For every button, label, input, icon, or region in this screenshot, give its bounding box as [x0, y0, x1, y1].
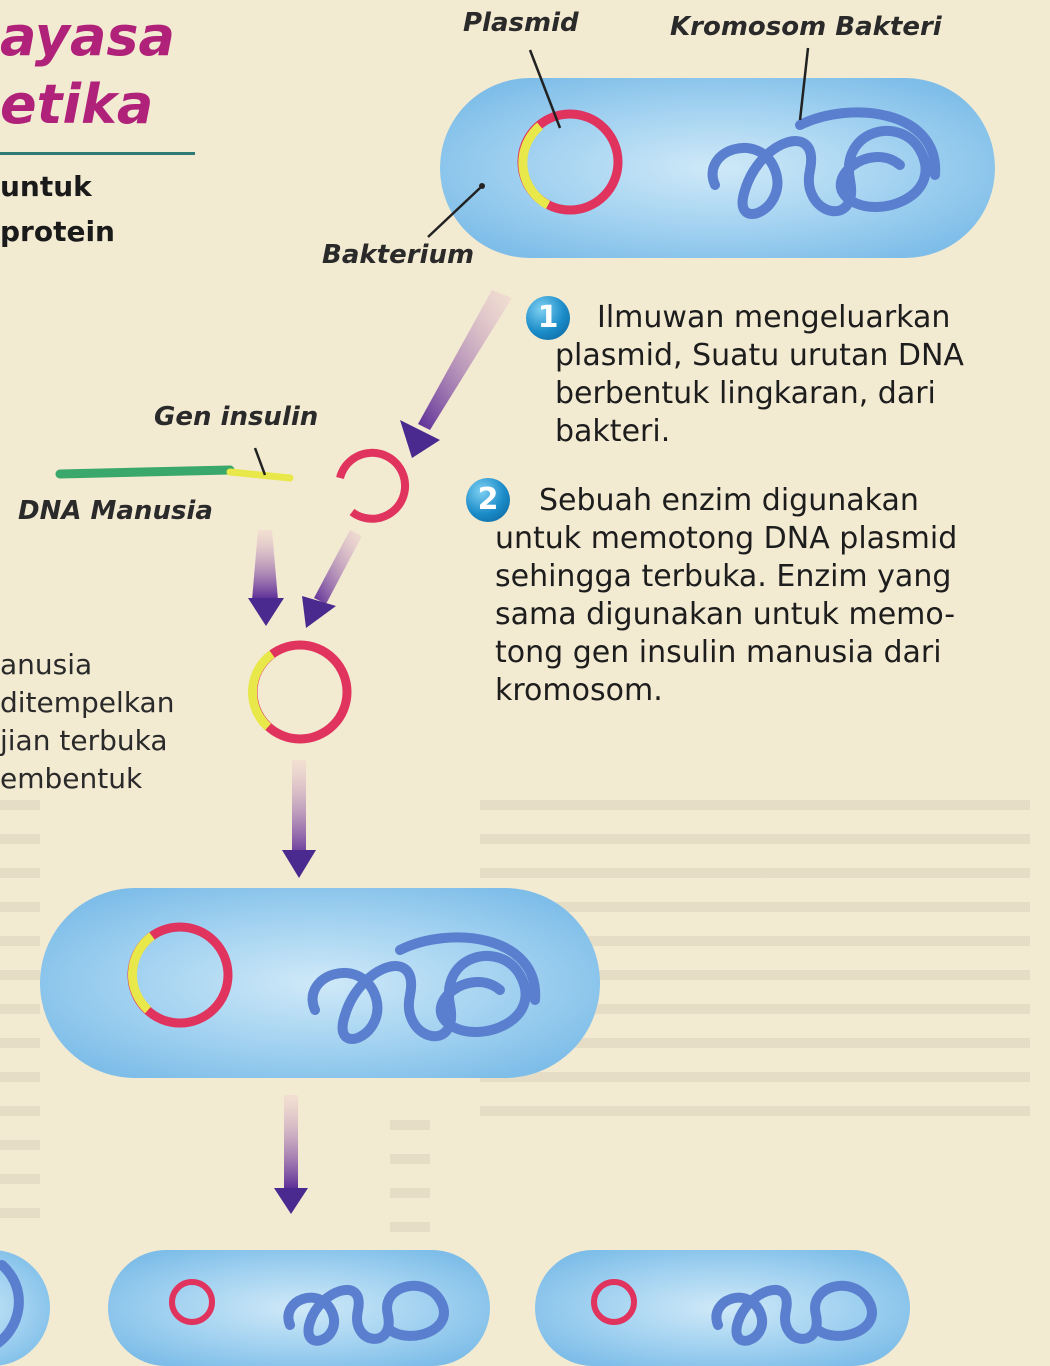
step-2-line: tong gen insulin manusia dari: [495, 634, 957, 672]
step-1-line: plasmid, Suatu urutan DNA: [555, 337, 964, 375]
arrow-insert-shaft: [292, 760, 306, 860]
step-1-line: berbentuk lingkaran, dari: [555, 375, 964, 413]
step-1-line: bakteri.: [555, 413, 964, 451]
step-3-line: anusia: [0, 646, 174, 684]
step-1-text: Ilmuwan mengeluarkan plasmid, Suatu urut…: [555, 299, 964, 451]
arrow-extract-plasmid: [418, 290, 512, 430]
recombinant-plasmid: [252, 645, 347, 739]
step-1-line: Ilmuwan mengeluarkan: [597, 299, 964, 337]
bacterium-bottom-center: [108, 1250, 490, 1366]
step-3-partial-text: anusia ditempelkan jian terbuka embentuk: [0, 646, 174, 798]
human-dna-strand: [60, 448, 290, 478]
insulin-gene-label: Gen insulin: [154, 402, 318, 432]
step-3-line: embentuk: [0, 760, 174, 798]
bacterium-bottom-right: [535, 1250, 910, 1366]
cut-plasmid: [340, 453, 405, 519]
step-2-line: sama digunakan untuk memo-: [495, 596, 957, 634]
step-3-line: ditempelkan: [0, 684, 174, 722]
human-dna-label: DNA Manusia: [18, 496, 213, 526]
chromosome-label: Kromosom Bakteri: [670, 12, 942, 42]
bacterium-label: Bakterium: [322, 240, 474, 270]
arrow-gene-down: [252, 530, 278, 600]
arrow-gene-down-head: [248, 598, 284, 626]
plasmid-label: Plasmid: [463, 8, 579, 38]
arrow-replicate-head: [274, 1188, 308, 1214]
bacterium-middle: [40, 888, 600, 1078]
step-2-line: kromosom.: [495, 672, 957, 710]
arrow-insert-head: [282, 850, 316, 878]
step-3-line: jian terbuka: [0, 722, 174, 760]
step-2-line: sehingga terbuka. Enzim yang: [495, 558, 957, 596]
insulin-gene-pointer: [255, 448, 265, 475]
arrow-replicate-shaft: [284, 1095, 298, 1190]
arrow-extract-plasmid-head: [400, 420, 440, 458]
step-2-line: Sebuah enzim digunakan: [539, 482, 957, 520]
bacterium-top: [428, 48, 995, 258]
step-2-line: untuk memotong DNA plasmid: [495, 520, 957, 558]
bacterium-bottom-left-partial: [0, 1250, 50, 1366]
step-2-text: Sebuah enzim digunakan untuk memotong DN…: [495, 482, 957, 710]
arrow-plasmid-down-head: [302, 596, 336, 628]
arrow-plasmid-down: [314, 530, 362, 604]
